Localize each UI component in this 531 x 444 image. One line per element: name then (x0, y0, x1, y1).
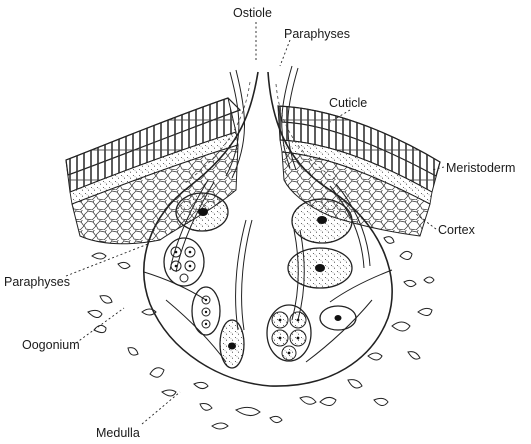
oogonium-right-small (320, 306, 356, 330)
oogonium-upper-right (292, 199, 352, 243)
oogonium-cluster (267, 305, 311, 361)
label-oogonium: Oogonium (22, 338, 80, 352)
oogonium-mid-right (288, 248, 352, 288)
label-cortex: Cortex (438, 223, 476, 237)
label-medulla: Medulla (96, 426, 140, 440)
oogonia (164, 193, 356, 368)
leader-paraphyses-top (280, 40, 290, 66)
oogonium-left-lower (192, 287, 220, 335)
label-paraphyses-left: Paraphyses (4, 275, 70, 289)
oogonium-upper-left (176, 193, 228, 231)
label-ostiole: Ostiole (233, 6, 272, 20)
oogonium-left-octet (164, 238, 204, 286)
oogonium-bottom-center (220, 320, 244, 368)
medulla-cells (88, 237, 434, 429)
label-meristoderm: Meristoderm (446, 161, 515, 175)
label-cuticle: Cuticle (329, 96, 367, 110)
leader-medulla (142, 392, 180, 424)
leader-paraphyses-left (66, 244, 148, 276)
label-paraphyses-top: Paraphyses (284, 27, 350, 41)
